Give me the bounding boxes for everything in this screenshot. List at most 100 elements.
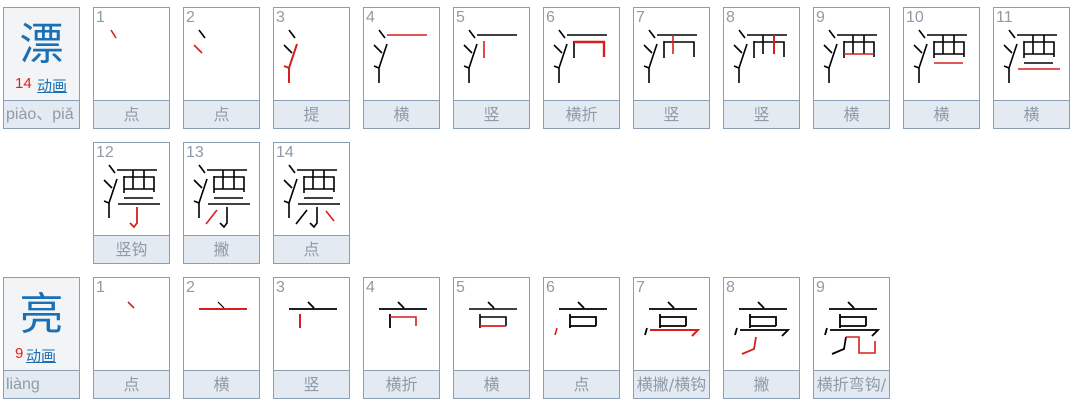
stroke-number: 8 bbox=[726, 9, 735, 26]
stroke-diagram bbox=[127, 301, 135, 309]
stroke-card: 4 横 bbox=[363, 7, 440, 129]
stroke-card: 6 横折 bbox=[543, 7, 620, 129]
stroke-diagram bbox=[554, 301, 607, 336]
stroke-number: 7 bbox=[636, 279, 645, 296]
stroke-diagram bbox=[283, 29, 298, 83]
stroke-card: 9 横折弯钩/ bbox=[813, 277, 890, 399]
stroke-card: 8 撇 bbox=[723, 277, 800, 399]
stroke-card: 9 横 bbox=[813, 7, 890, 129]
character-card-piao: 漂 14 动画 piào、piǎ bbox=[3, 7, 80, 129]
stroke-name: 横 bbox=[904, 100, 979, 128]
stroke-number: 1 bbox=[96, 9, 105, 26]
stroke-count: 9 bbox=[15, 345, 24, 362]
stroke-diagram bbox=[373, 29, 427, 83]
stroke-diagram bbox=[734, 301, 791, 355]
stroke-diagram bbox=[913, 29, 967, 83]
stroke-number: 5 bbox=[456, 279, 465, 296]
stroke-name: 提 bbox=[274, 100, 349, 128]
stroke-card: 1 点 bbox=[93, 277, 170, 399]
stroke-name: 竖 bbox=[274, 370, 349, 398]
stroke-name: 点 bbox=[274, 235, 349, 263]
stroke-number: 3 bbox=[276, 279, 285, 296]
stroke-diagram bbox=[379, 301, 427, 328]
stroke-name: 横 bbox=[184, 370, 259, 398]
stroke-diagram bbox=[193, 164, 250, 229]
stroke-card: 12 竖钩 bbox=[93, 142, 170, 264]
stroke-number: 7 bbox=[636, 9, 645, 26]
stroke-number: 3 bbox=[276, 9, 285, 26]
stroke-number: 4 bbox=[366, 9, 375, 26]
stroke-diagram bbox=[469, 301, 517, 328]
stroke-number: 14 bbox=[276, 144, 294, 161]
stroke-number: 9 bbox=[816, 279, 825, 296]
stroke-number: 4 bbox=[366, 279, 375, 296]
stroke-card: 6 点 bbox=[543, 277, 620, 399]
stroke-diagram bbox=[823, 29, 877, 83]
character-glyph: 漂 bbox=[19, 19, 64, 70]
stroke-card: 4 横折 bbox=[363, 277, 440, 399]
stroke-count: 14 bbox=[15, 75, 32, 92]
stroke-name: 横 bbox=[814, 100, 889, 128]
stroke-name: 横折弯钩/ bbox=[814, 370, 889, 398]
stroke-card: 5 横 bbox=[453, 277, 530, 399]
stroke-diagram bbox=[733, 29, 787, 83]
stroke-diagram bbox=[553, 29, 607, 83]
stroke-diagram bbox=[103, 164, 160, 229]
animate-link[interactable]: 动画 bbox=[37, 77, 68, 95]
stroke-diagram bbox=[283, 164, 340, 229]
stroke-name: 横折 bbox=[364, 370, 439, 398]
stroke-number: 9 bbox=[816, 9, 825, 26]
stroke-name: 点 bbox=[94, 370, 169, 398]
pinyin-label: piào、piǎ bbox=[4, 100, 79, 128]
stroke-name: 竖 bbox=[634, 100, 709, 128]
animate-link[interactable]: 动画 bbox=[26, 347, 57, 365]
stroke-number: 5 bbox=[456, 9, 465, 26]
stroke-card: 3 提 bbox=[273, 7, 350, 129]
stroke-number: 12 bbox=[96, 144, 114, 161]
stroke-name: 竖钩 bbox=[94, 235, 169, 263]
stroke-name: 横 bbox=[454, 370, 529, 398]
stroke-card: 5 竖 bbox=[453, 7, 530, 129]
stroke-card: 2 横 bbox=[183, 277, 260, 399]
stroke-card: 11 横 bbox=[993, 7, 1070, 129]
stroke-number: 2 bbox=[186, 279, 195, 296]
stroke-card: 1 点 bbox=[93, 7, 170, 129]
stroke-name: 点 bbox=[184, 100, 259, 128]
stroke-name: 横 bbox=[364, 100, 439, 128]
stroke-name: 点 bbox=[94, 100, 169, 128]
character-card-liang: 亮 9 动画 liàng bbox=[3, 277, 80, 399]
stroke-diagram bbox=[463, 29, 517, 83]
stroke-number: 13 bbox=[186, 144, 204, 161]
stroke-number: 2 bbox=[186, 9, 195, 26]
stroke-name: 横 bbox=[994, 100, 1069, 128]
stroke-card: 14 点 bbox=[273, 142, 350, 264]
stroke-diagram bbox=[199, 301, 247, 310]
stroke-card: 3 竖 bbox=[273, 277, 350, 399]
stroke-card: 8 竖 bbox=[723, 7, 800, 129]
stroke-name: 竖 bbox=[454, 100, 529, 128]
stroke-diagram bbox=[644, 301, 701, 337]
stroke-name: 横撇/横钩 bbox=[634, 370, 709, 398]
stroke-name: 撇 bbox=[724, 370, 799, 398]
stroke-number: 6 bbox=[546, 279, 555, 296]
stroke-name: 点 bbox=[544, 370, 619, 398]
stroke-diagram bbox=[289, 301, 337, 328]
stroke-name: 竖 bbox=[724, 100, 799, 128]
stroke-number: 1 bbox=[96, 279, 105, 296]
stroke-card: 7 横撇/横钩 bbox=[633, 277, 710, 399]
stroke-name: 横折 bbox=[544, 100, 619, 128]
stroke-diagram bbox=[824, 301, 881, 355]
stroke-card: 10 横 bbox=[903, 7, 980, 129]
stroke-number: 6 bbox=[546, 9, 555, 26]
stroke-name: 撇 bbox=[184, 235, 259, 263]
stroke-diagram bbox=[1003, 29, 1060, 83]
stroke-diagram bbox=[643, 29, 697, 83]
character-glyph: 亮 bbox=[19, 289, 64, 340]
stroke-card: 13 撇 bbox=[183, 142, 260, 264]
stroke-number: 8 bbox=[726, 279, 735, 296]
stroke-card: 7 竖 bbox=[633, 7, 710, 129]
stroke-card: 2 点 bbox=[183, 7, 260, 129]
stroke-number: 11 bbox=[996, 9, 1013, 26]
pinyin-label: liàng bbox=[4, 370, 79, 398]
stroke-number: 10 bbox=[906, 9, 924, 26]
